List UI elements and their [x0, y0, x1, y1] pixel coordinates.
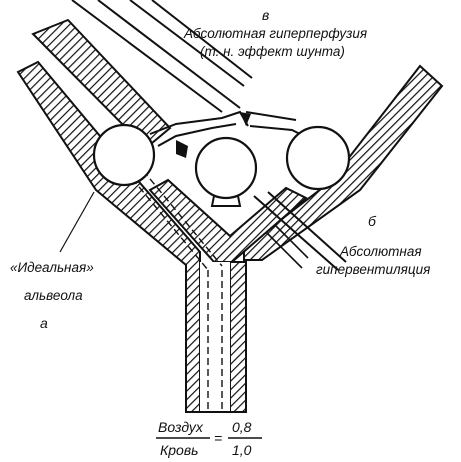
- left-outer-wall: [16, 60, 201, 413]
- ratio-denominator-value: 1,0: [232, 442, 252, 458]
- label-ideal-line1: «Идеальная»: [10, 260, 94, 275]
- label-shunt-line1: Абсолютная гиперперфузия: [183, 26, 367, 41]
- label-hypervent-line2: гипервентиляция: [316, 262, 430, 277]
- ratio-denominator-label: Кровь: [160, 442, 199, 458]
- alveolus-right: [285, 125, 351, 191]
- label-hypervent-line1: Абсолютная: [339, 244, 422, 259]
- ventilation-obstruction-mark: [176, 140, 188, 158]
- label-a: а: [40, 315, 48, 331]
- labels: в Абсолютная гиперперфузия (т. н. эффект…: [10, 7, 430, 331]
- right-outer-branch-wall: [243, 64, 444, 261]
- ratio-numerator-value: 0,8: [232, 419, 252, 435]
- label-v: в: [262, 7, 269, 23]
- left-upper-branch-wall: [31, 18, 172, 150]
- shunt-vessel: [71, 0, 253, 113]
- airway-walls: [16, 18, 444, 413]
- alveolus-left: [92, 123, 156, 187]
- shunt-obstruction-mark: [240, 112, 251, 126]
- label-ideal-line2: альвеола: [24, 288, 83, 303]
- leader-ideal-alveolus: [59, 191, 95, 253]
- ratio-equals-sign: =: [214, 430, 222, 446]
- alveolus-middle: [194, 136, 258, 200]
- ratio-numerator-label: Воздух: [158, 419, 204, 435]
- right-stem-wall: [229, 261, 247, 413]
- alveoli: [92, 123, 351, 207]
- label-shunt-line2: (т. н. эффект шунта): [200, 44, 345, 59]
- stem-vessel: [124, 161, 223, 410]
- leader-lines: [59, 191, 95, 253]
- label-b: б: [368, 213, 377, 229]
- hyperventilation-vessel: [253, 191, 347, 271]
- ratio-formula: Воздух Кровь = 0,8 1,0: [156, 419, 262, 458]
- capillaries: [149, 110, 301, 158]
- stem-lumen: [200, 262, 230, 412]
